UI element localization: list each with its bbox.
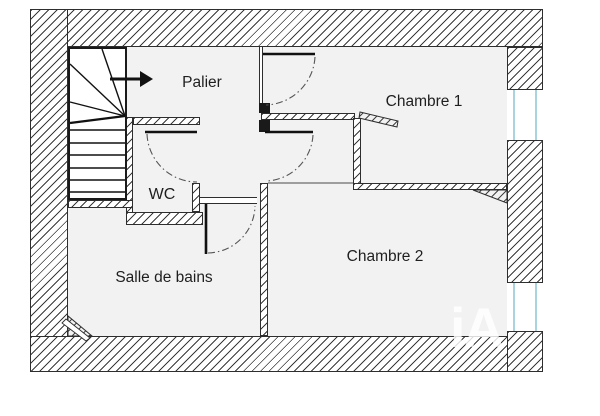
bathroom-doorway-threshold	[200, 197, 257, 204]
wall-cap	[259, 120, 270, 132]
outer-wall-right-middle	[507, 140, 543, 283]
wall-cap	[259, 103, 270, 113]
window-glass-line	[535, 283, 537, 331]
staircase	[68, 47, 127, 200]
window-glass-line	[513, 283, 515, 331]
wc-wall-top	[133, 117, 200, 125]
window-chambre1	[507, 90, 543, 140]
room-label-chambre2: Chambre 2	[346, 248, 424, 265]
room-label-chambre1: Chambre 1	[385, 93, 463, 110]
outer-wall-left	[30, 9, 68, 372]
room-label-palier: Palier	[182, 74, 222, 91]
wc-wall-left	[126, 117, 133, 225]
wc-wall-bottom	[126, 212, 203, 225]
room-label-wc: WC	[148, 186, 176, 203]
outer-wall-right-lower	[507, 331, 543, 372]
chambre1-bottom-wall	[353, 183, 507, 190]
stair-bathroom-wall	[68, 200, 133, 208]
window-glass-line	[535, 90, 537, 140]
chambre1-doorway-line	[259, 47, 263, 103]
room-label-salle-de-bains: Salle de bains	[115, 269, 213, 286]
window-glass-line	[513, 90, 515, 140]
outer-wall-top	[30, 9, 543, 47]
bathroom-chambre2-wall	[260, 183, 268, 336]
agency-watermark: iA	[450, 296, 504, 359]
chambre1-chambre2-wall-vertical	[353, 118, 361, 190]
outer-wall-right-upper	[507, 47, 543, 90]
window-chambre2	[507, 283, 543, 331]
outer-wall-bottom	[30, 336, 543, 372]
wc-wall-right-lower	[192, 183, 200, 212]
interior-floor	[68, 47, 507, 336]
palier-chambre2-wall	[261, 113, 355, 120]
